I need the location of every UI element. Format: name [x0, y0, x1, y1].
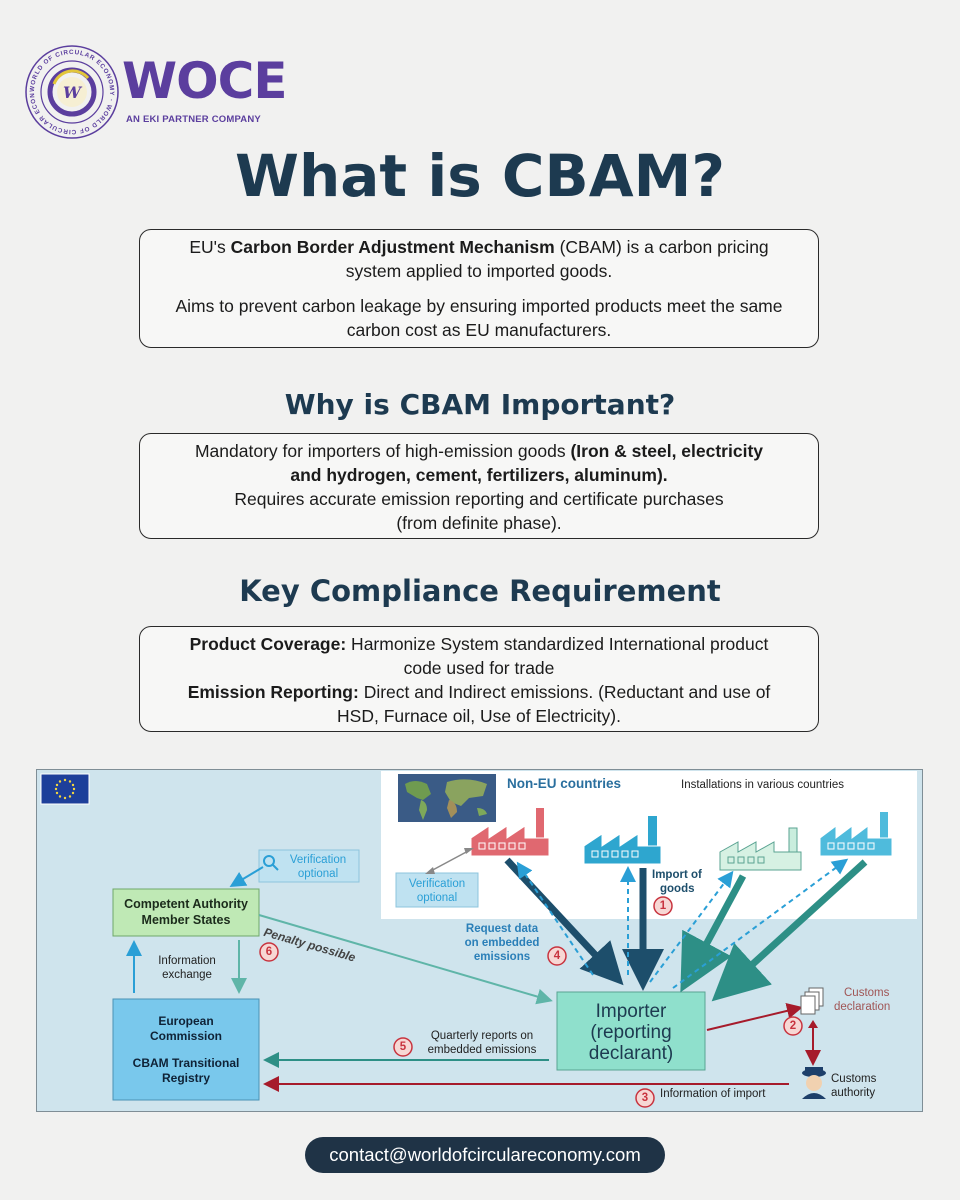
- key-item-2a: Emission Reporting: Direct and Indirect …: [187, 682, 771, 702]
- intro-line-2: system applied to imported goods.: [345, 261, 613, 281]
- intro-line-1: EU's Carbon Border Adjustment Mechanism …: [189, 237, 769, 257]
- key-box: Product Coverage: Harmonize System stand…: [139, 626, 819, 732]
- installations-label: Installations in various countries: [681, 779, 844, 791]
- why-line-3: Requires accurate emission reporting and…: [234, 489, 724, 509]
- page-title: What is CBAM?: [235, 142, 725, 210]
- intro-box: EU's Carbon Border Adjustment Mechanism …: [139, 229, 819, 348]
- cbam-process-diagram: Non-EU countries Installations in variou…: [36, 769, 923, 1112]
- why-box: Mandatory for importers of high-emission…: [139, 433, 819, 539]
- world-map-icon: [398, 774, 496, 822]
- customs-officer-icon: [802, 1067, 826, 1099]
- intro-line-3: Aims to prevent carbon leakage by ensuri…: [175, 296, 783, 316]
- factory-mint-icon: [719, 827, 802, 871]
- cbam-term: Carbon Border Adjustment Mechanism: [230, 237, 555, 257]
- magnifier-icon: [263, 855, 275, 867]
- why-line-4: (from definite phase).: [396, 513, 562, 533]
- key-item-1b: code used for trade: [403, 658, 555, 678]
- logo-wordmark: WOCE: [122, 52, 288, 110]
- factory-blue-icon-2: [819, 812, 893, 857]
- key-item-1a: Product Coverage: Harmonize System stand…: [189, 634, 769, 654]
- step-badge-2: 2: [789, 1020, 797, 1032]
- step-badge-6: 6: [265, 946, 273, 958]
- info-of-import-label: Information of import: [660, 1088, 766, 1100]
- step-badge-3: 3: [641, 1092, 649, 1104]
- step-badge-4: 4: [553, 950, 561, 962]
- diagram-graphics: [40, 771, 917, 1108]
- documents-icon: [800, 987, 824, 1015]
- factory-blue-icon-1: [583, 816, 662, 865]
- contact-email-link[interactable]: contact@worldofcirculareconomy.com: [305, 1137, 665, 1173]
- key-item-2b: HSD, Furnace oil, Use of Electricity).: [337, 706, 621, 726]
- woce-logo: WORLD OF CIRCULAR ECONOMY · WORLD OF CIR…: [22, 42, 288, 139]
- logo-tagline: AN EKI PARTNER COMPANY: [126, 114, 261, 125]
- verification-label-authority: Verification optional: [289, 854, 347, 880]
- logo-monogram: W: [63, 83, 83, 102]
- eu-flag-icon: [40, 773, 90, 805]
- step-badge-1: 1: [659, 900, 667, 912]
- key-heading: Key Compliance Requirement: [239, 574, 721, 608]
- factory-red-icon: [470, 808, 550, 857]
- non-eu-label: Non-EU countries: [507, 776, 622, 791]
- verification-label-factory: Verification optional: [408, 878, 466, 904]
- step-badge-5: 5: [399, 1041, 407, 1053]
- why-line-2: and hydrogen, cement, fertilizers, alumi…: [290, 465, 668, 485]
- why-heading: Why is CBAM Important?: [284, 388, 676, 421]
- why-line-1: Mandatory for importers of high-emission…: [194, 441, 764, 461]
- intro-line-4: carbon cost as EU manufacturers.: [346, 320, 612, 340]
- woce-emblem-icon: WORLD OF CIRCULAR ECONOMY · WORLD OF CIR…: [22, 42, 119, 139]
